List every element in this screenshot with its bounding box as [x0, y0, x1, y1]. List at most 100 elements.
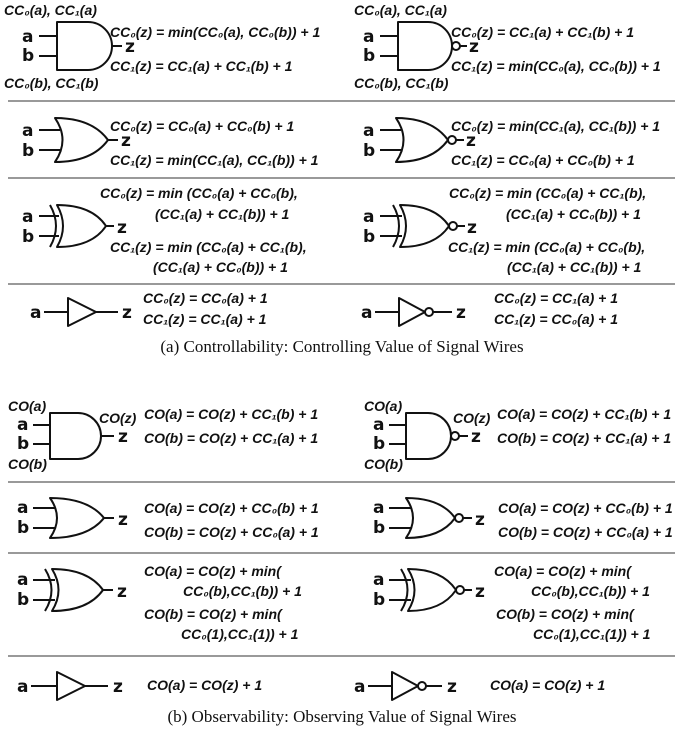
or-input-b: b [22, 141, 34, 161]
or-gate-symbol [49, 497, 105, 539]
inverter-symbol [391, 671, 419, 701]
nor-bubble [454, 513, 464, 523]
inv-output-z: z [447, 677, 457, 697]
xnor-bubble [455, 585, 465, 595]
xnor-output-z: z [475, 582, 485, 602]
or-eq-co-a: CO(a) = CO(z) + CC₀(b) + 1 [144, 500, 319, 516]
and-input-a-label: CC₀(a), CC₁(a) [4, 2, 97, 18]
nand-gate-symbol [397, 21, 453, 71]
inverter-symbol [398, 297, 426, 327]
xnor-eq-co-b-line2: CC₀(1),CC₁(1)) + 1 [533, 626, 651, 642]
xnor-eq-cc0-line1: CC₀(z) = min (CC₀(a) + CC₁(b), [449, 185, 646, 201]
xor-eq-co-a-line2: CC₀(b),CC₁(b)) + 1 [183, 583, 302, 599]
and-co-a-label: CO(a) [8, 398, 46, 414]
and-output-z: z [125, 37, 135, 57]
inv-output-z: z [456, 303, 466, 323]
xor-input-a: a [17, 570, 28, 590]
xnor-bubble [448, 221, 458, 231]
or-eq-co-b: CO(b) = CO(z) + CC₀(a) + 1 [144, 524, 319, 540]
xor-gate-symbol [51, 568, 104, 612]
xnor-gate-controllability: CC₀(z) = min (CC₀(a) + CC₁(b), (CC₁(a) +… [363, 185, 646, 275]
nor-bubble [447, 135, 457, 145]
inv-input-a: a [361, 303, 372, 323]
or-gate-symbol [54, 117, 109, 163]
inverter-bubble [417, 681, 427, 691]
xnor-eq-co-a-line1: CO(a) = CO(z) + min( [494, 563, 632, 579]
or-input-a: a [22, 121, 33, 141]
nand-co-a-label: CO(a) [364, 398, 402, 414]
nand-input-b: b [373, 434, 385, 454]
xnor-extra-arc [392, 204, 400, 248]
xor-extra-arc [49, 204, 57, 248]
xor-gate-controllability: CC₀(z) = min (CC₀(a) + CC₀(b), (CC₁(a) +… [22, 185, 307, 275]
and-input-b-label: CC₀(b), CC₁(b) [4, 75, 99, 91]
inverter-controllability: a z CC₀(z) = CC₁(a) + 1 CC₁(z) = CC₀(a) … [361, 290, 618, 327]
buf-output-z: z [122, 303, 132, 323]
or-eq-cc1: CC₁(z) = min(CC₁(a), CC₁(b)) + 1 [110, 152, 319, 168]
and-eq-co-a: CO(a) = CO(z) + CC₁(b) + 1 [144, 406, 318, 422]
xor-eq-co-b-line2: CC₀(1),CC₁(1)) + 1 [181, 626, 299, 642]
buf-input-a: a [30, 303, 41, 323]
xnor-input-b: b [373, 590, 385, 610]
xor-eq-cc1-line2: (CC₁(a) + CC₀(b)) + 1 [153, 259, 288, 275]
xnor-input-a: a [363, 207, 374, 227]
and-input-b: b [17, 434, 29, 454]
or-input-b: b [17, 518, 29, 538]
xor-gate-observability: CO(a) = CO(z) + min( CC₀(b),CC₁(b)) + 1 … [17, 563, 302, 642]
or-eq-cc0: CC₀(z) = CC₀(a) + CC₀(b) + 1 [110, 118, 294, 134]
xor-input-b: b [22, 227, 34, 247]
nor-input-a: a [373, 498, 384, 518]
caption-controllability: (a) Controllability: Controlling Value o… [160, 337, 523, 356]
xor-input-b: b [17, 590, 29, 610]
and-input-a: a [22, 27, 33, 47]
nand-bubble [450, 431, 460, 441]
xor-output-z: z [117, 218, 127, 238]
xor-eq-cc0-line2: (CC₁(a) + CC₁(b)) + 1 [155, 206, 290, 222]
xnor-input-b: b [363, 227, 375, 247]
nor-gate-controllability: a b z CC₀(z) = min(CC₁(a), CC₁(b)) + 1 C… [363, 117, 660, 168]
nor-eq-co-b: CO(b) = CO(z) + CC₀(a) + 1 [498, 524, 673, 540]
inv-input-a: a [354, 677, 365, 697]
nand-co-z-label: CO(z) [453, 410, 491, 426]
buf-output-z: z [113, 677, 123, 697]
nand-output-z: z [469, 37, 479, 57]
xnor-input-a: a [373, 570, 384, 590]
buffer-symbol [67, 297, 97, 327]
nor-output-z: z [475, 510, 485, 530]
buf-input-a: a [17, 677, 28, 697]
and-input-a: a [17, 415, 28, 435]
nor-input-b: b [373, 518, 385, 538]
nand-input-a: a [373, 415, 384, 435]
and-output-z: z [118, 427, 128, 447]
and-gate-symbol [56, 21, 113, 71]
nand-input-a: a [363, 27, 374, 47]
xnor-eq-cc1-line2: (CC₁(a) + CC₁(b)) + 1 [507, 259, 642, 275]
inv-eq-cc1: CC₁(z) = CC₀(a) + 1 [494, 311, 618, 327]
nor-input-a: a [363, 121, 374, 141]
xor-eq-cc0-line1: CC₀(z) = min (CC₀(a) + CC₀(b), [100, 185, 298, 201]
nor-eq-cc1: CC₁(z) = CC₀(a) + CC₀(b) + 1 [451, 152, 635, 168]
xor-eq-co-b-line1: CO(b) = CO(z) + min( [144, 606, 283, 622]
buffer-observability: a z CO(a) = CO(z) + 1 [17, 671, 262, 701]
buf-eq-cc0: CC₀(z) = CC₀(a) + 1 [143, 290, 268, 306]
and-eq-co-b: CO(b) = CO(z) + CC₁(a) + 1 [144, 430, 318, 446]
xnor-eq-cc0-line2: (CC₁(a) + CC₀(b)) + 1 [506, 206, 641, 222]
and-eq-cc0: CC₀(z) = min(CC₀(a), CC₀(b)) + 1 [110, 24, 320, 40]
nor-eq-cc0: CC₀(z) = min(CC₁(a), CC₁(b)) + 1 [451, 118, 660, 134]
buffer-symbol [56, 671, 86, 701]
xnor-eq-co-b-line1: CO(b) = CO(z) + min( [496, 606, 635, 622]
xor-output-z: z [117, 582, 127, 602]
and-co-z-label: CO(z) [99, 410, 137, 426]
or-gate-observability: a b z CO(a) = CO(z) + CC₀(b) + 1 CO(b) =… [17, 497, 319, 540]
and-co-b-label: CO(b) [8, 456, 47, 472]
and-gate-controllability: CC₀(a), CC₁(a) a b z CC₀(b), CC₁(b) CC₀(… [4, 2, 320, 91]
nand-gate-controllability: CC₀(a), CC₁(a) a b z CC₀(b), CC₁(b) CC₀(… [354, 2, 661, 91]
nor-gate-observability: a b z CO(a) = CO(z) + CC₀(b) + 1 CO(b) =… [373, 497, 673, 540]
xor-gate-symbol [56, 204, 107, 248]
buffer-controllability: a z CC₀(z) = CC₀(a) + 1 CC₁(z) = CC₁(a) … [30, 290, 268, 327]
nand-eq-cc1: CC₁(z) = min(CC₀(a), CC₀(b)) + 1 [451, 58, 661, 74]
inv-eq-co-a: CO(a) = CO(z) + 1 [490, 677, 605, 693]
xnor-gate-symbol [399, 204, 450, 248]
xor-eq-cc1-line1: CC₁(z) = min (CC₀(a) + CC₁(b), [110, 239, 307, 255]
